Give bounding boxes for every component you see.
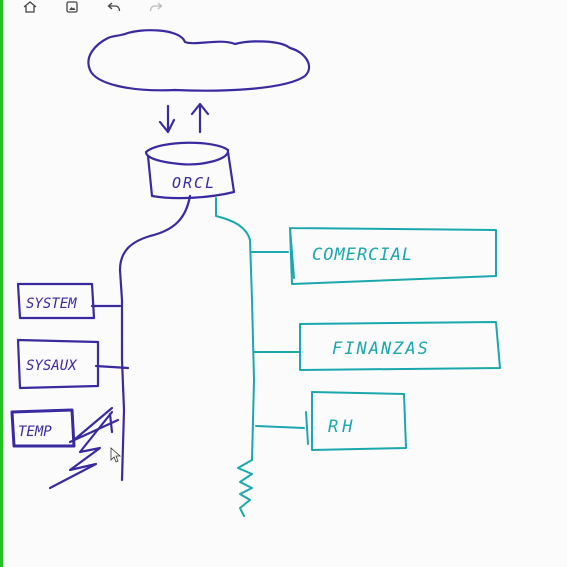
mouse-cursor-icon	[110, 447, 122, 463]
sysaux-box	[16, 338, 100, 390]
arrow-up	[190, 102, 210, 134]
blue-trunk	[118, 194, 192, 482]
home-button[interactable]	[22, 0, 38, 14]
toolbar	[22, 0, 164, 14]
branch-rh	[255, 425, 305, 429]
system-label: SYSTEM	[26, 296, 77, 312]
image-icon	[66, 1, 78, 13]
teal-trunk	[215, 197, 255, 461]
temp-label: TEMP	[18, 424, 52, 440]
comercial-label: COMERCIAL	[312, 245, 413, 265]
vertical-tick	[108, 412, 114, 434]
rh-label: RH	[328, 417, 356, 437]
teal-zigzag-end	[237, 459, 253, 517]
database-cylinder	[144, 141, 236, 200]
home-icon	[23, 1, 37, 13]
zigzag-strike-2	[48, 410, 114, 490]
temp-box	[10, 408, 76, 448]
sysaux-label: SYSAUX	[26, 358, 78, 374]
cloud-shape	[87, 29, 311, 92]
rh-box	[305, 391, 407, 451]
arrow-down	[158, 104, 176, 134]
image-button[interactable]	[64, 0, 80, 14]
finanzas-box	[299, 321, 501, 371]
system-box	[16, 282, 96, 320]
redo-icon	[149, 2, 163, 12]
branch-sysaux	[94, 364, 130, 370]
undo-icon	[107, 2, 121, 12]
undo-button[interactable]	[106, 0, 122, 14]
finanzas-label: FINANZAS	[332, 339, 430, 359]
left-accent-rail	[0, 0, 3, 567]
comercial-box	[289, 227, 497, 285]
database-label: ORCL	[172, 174, 216, 192]
redo-button[interactable]	[148, 0, 164, 14]
